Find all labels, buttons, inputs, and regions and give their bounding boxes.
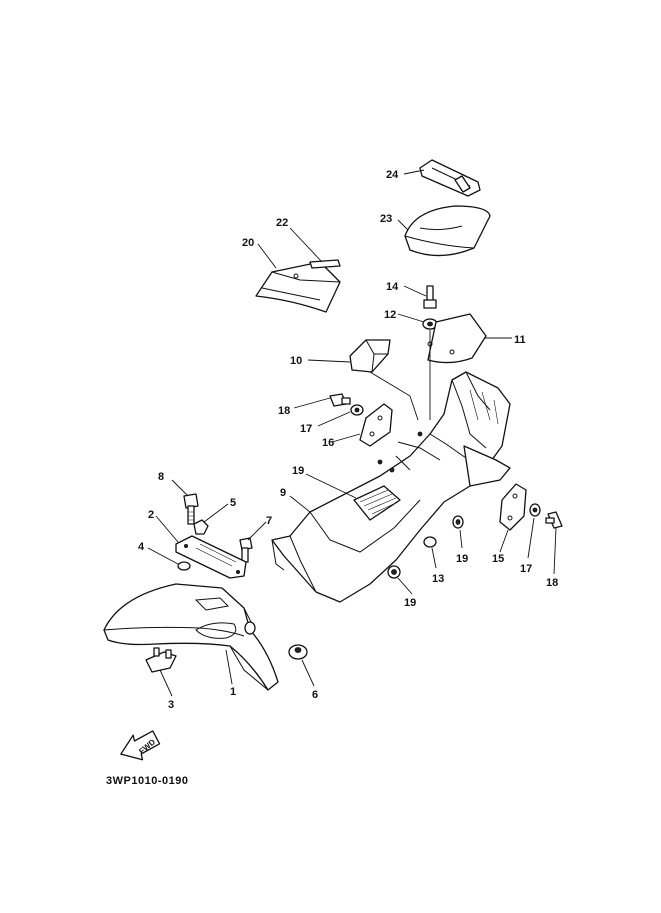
part-9-rear-fender xyxy=(271,371,511,603)
part-13-collar xyxy=(423,536,437,548)
callout-5: 5 xyxy=(230,497,236,509)
callout-20: 20 xyxy=(242,237,254,249)
part-19-grommet-b xyxy=(387,565,401,579)
callout-21: 19 xyxy=(292,465,304,477)
callout-23: 23 xyxy=(380,213,392,225)
part-15-bracket-right xyxy=(499,483,527,531)
part-7-bolt xyxy=(239,537,253,563)
part-17-washer-left xyxy=(350,404,364,416)
callout-15: 15 xyxy=(492,553,504,565)
part-17-washer-right xyxy=(529,503,541,517)
part-5-nut xyxy=(193,519,209,535)
callout-12: 12 xyxy=(384,309,396,321)
part-6-grommet xyxy=(244,621,308,660)
part-21-label xyxy=(353,485,401,521)
part-10-reflector xyxy=(349,339,391,373)
part-3-stay xyxy=(145,647,177,673)
part-24-clip xyxy=(419,159,481,197)
part-4-collar xyxy=(177,561,191,571)
callout-1: 1 xyxy=(230,686,236,698)
callout-2: 2 xyxy=(148,509,154,521)
fwd-arrow-icon xyxy=(120,730,161,761)
callout-22: 22 xyxy=(276,217,288,229)
callout-6: 6 xyxy=(312,689,318,701)
part-16-bracket xyxy=(359,403,393,447)
callout-18-left: 18 xyxy=(278,405,290,417)
callout-7: 7 xyxy=(266,515,272,527)
callout-18-right: 18 xyxy=(546,577,558,589)
callout-17-left: 17 xyxy=(300,423,312,435)
callout-4: 4 xyxy=(138,541,145,553)
callout-13: 13 xyxy=(432,573,444,585)
callout-19-left-lower: 19 xyxy=(404,597,416,609)
callout-19-right: 19 xyxy=(456,553,468,565)
part-14-bolt xyxy=(423,285,437,309)
callout-16: 16 xyxy=(322,437,334,449)
callout-labels: 24 23 22 20 14 12 11 10 18 17 16 19 9 8 … xyxy=(138,169,558,711)
part-11-plate xyxy=(427,313,487,364)
callout-10: 10 xyxy=(290,355,302,367)
callout-17-right: 17 xyxy=(520,563,532,575)
part-19-grommet-a xyxy=(452,515,464,529)
callout-3: 3 xyxy=(168,699,174,711)
callout-14: 14 xyxy=(386,281,399,293)
part-18-bolt-left xyxy=(329,393,351,407)
diagram-code: 3WP1010-0190 xyxy=(106,775,188,787)
leader-lines xyxy=(147,169,557,697)
callout-9: 9 xyxy=(280,487,286,499)
callout-8: 8 xyxy=(158,471,164,483)
part-22-strip xyxy=(309,259,341,269)
part-8-bolt xyxy=(183,493,199,525)
part-18-bolt-right xyxy=(545,511,563,529)
part-2-bracket xyxy=(175,535,247,579)
callout-24: 24 xyxy=(386,169,399,181)
callout-11: 11 xyxy=(514,334,526,346)
part-20-panel xyxy=(255,261,341,313)
part-23-cover xyxy=(404,205,491,257)
part-1-front-fender xyxy=(103,583,279,691)
